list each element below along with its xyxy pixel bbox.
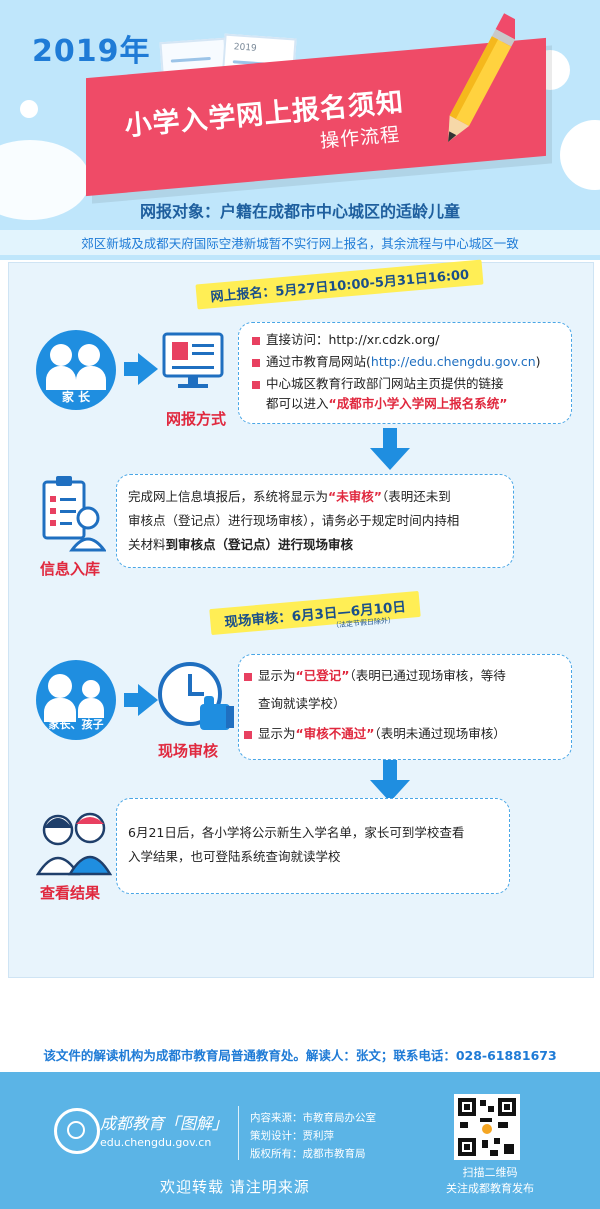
bullet-icon — [252, 358, 260, 367]
system-name: “成都市小学入学网上报名系统” — [328, 396, 508, 411]
logo-inner — [67, 1121, 85, 1139]
step4-line2: 入学结果，也可登陆系统查询就读学校 — [128, 849, 341, 864]
arrow-down-icon — [370, 760, 410, 802]
step4-line1: 6月21日后，各小学将公示新生入学名单，家长可到学校查看 — [128, 825, 465, 840]
status-rejected: “审核不通过” — [295, 726, 375, 741]
clock-icon — [158, 662, 234, 730]
bullet-icon — [252, 336, 260, 345]
brand-name: 成都教育「图解」 — [100, 1114, 229, 1133]
step2-line3-bold: 到审核点（登记点）进行现场审核 — [165, 537, 354, 552]
paper-year: 2019 — [233, 42, 258, 54]
arrow-down-icon — [370, 428, 410, 470]
brand-url[interactable]: edu.chengdu.gov.cn — [100, 1136, 212, 1149]
bullet-icon — [244, 730, 252, 739]
step3-box — [238, 654, 572, 760]
bullet-district-link-line2: 都可以进入“成都市小学入学网上报名系统” — [266, 394, 507, 414]
parent-child-label: 家长、孩子 — [48, 718, 104, 731]
registered-prefix: 显示为 — [258, 668, 296, 683]
arrow-right-icon — [124, 362, 138, 376]
status-unreviewed: “未审核” — [328, 489, 382, 504]
qr-follow-text: 关注成都教育发布 — [446, 1182, 534, 1195]
step2-line2: 审核点（登记点）进行现场审核），请务必于规定时间内持相 — [128, 513, 460, 528]
bureau-site-text: 通过市教育局网站( — [266, 354, 371, 369]
step2-line1-suffix: （表明还未到 — [381, 489, 451, 504]
step1-label: 网报方式 — [166, 410, 227, 428]
step2-label: 信息入库 — [40, 560, 101, 578]
thumbs-up-icon — [200, 696, 234, 730]
credit-copyright: 版权所有：成都市教育局 — [250, 1148, 366, 1160]
registered-suffix: （表明已通过现场审核，等待 — [349, 668, 506, 683]
step4-box — [116, 798, 510, 894]
bullet-registered-line2: 查询就读学校） — [258, 696, 346, 711]
step2-line3: 关材料到审核点（登记点）进行现场审核 — [128, 534, 353, 555]
exception-note: 郊区新城及成都天府国际空港新城暂不实行网上报名，其余流程与中心城区一致 — [0, 230, 600, 255]
parent-child-icon — [36, 660, 116, 740]
year-title: 2019年 — [32, 34, 151, 69]
status-registered: “已登记” — [295, 668, 350, 683]
rejected-suffix: （表明未通过现场审核） — [374, 726, 506, 741]
bullet-bureau-site: 通过市教育局网站(http://edu.chengdu.gov.cn) — [252, 352, 541, 372]
district-link-text: 中心城区教育行政部门网站主页提供的链接 — [266, 376, 504, 391]
rejected-prefix: 显示为 — [258, 726, 296, 741]
step2-line1-prefix: 完成网上信息填报后，系统将显示为 — [128, 489, 329, 504]
bureau-site-suffix: ) — [535, 354, 541, 369]
step2-box — [116, 474, 514, 568]
bullet-icon — [244, 672, 252, 681]
logo-icon — [54, 1108, 100, 1154]
clipboard-icon — [42, 476, 106, 552]
step4-label: 查看结果 — [40, 884, 101, 902]
arrow-right-icon — [138, 684, 158, 716]
step3-label: 现场审核 — [158, 742, 219, 760]
qr-instruction: 扫描二维码 — [462, 1166, 518, 1179]
bullet-icon — [252, 380, 260, 389]
bullet-rejected: 显示为“审核不通过”（表明未通过现场审核） — [244, 724, 506, 744]
step2-line1: 完成网上信息填报后，系统将显示为“未审核”（表明还未到 — [128, 486, 451, 507]
bullet-direct-access: 直接访问：http://xr.cdzk.org/ — [252, 330, 439, 350]
arrow-right-icon — [138, 353, 158, 385]
bullet-district-link: 中心城区教育行政部门网站主页提供的链接 — [252, 374, 504, 394]
step2-line3-prefix: 关材料 — [128, 537, 166, 552]
step1-box — [238, 322, 572, 424]
arrow-right-icon — [124, 693, 138, 707]
direct-access-link[interactable]: 直接访问：http://xr.cdzk.org/ — [266, 332, 440, 347]
parents-icon — [36, 330, 116, 410]
footer-divider — [238, 1106, 239, 1160]
credit-source: 内容来源：市教育局办公室 — [250, 1112, 376, 1124]
target-audience: 网报对象：户籍在成都市中心城区的适龄儿童 — [139, 202, 460, 221]
district-link-prefix: 都可以进入 — [266, 396, 329, 411]
bureau-site-link[interactable]: http://edu.chengdu.gov.cn — [370, 354, 536, 369]
interpretation-note: 该文件的解读机构为成都市教育局普通教育处。解读人：张文；联系电话：028-618… — [43, 1048, 557, 1063]
couple-icon — [36, 812, 112, 876]
credit-design: 策划设计：贾利萍 — [250, 1130, 334, 1142]
bullet-registered: 显示为“已登记”（表明已通过现场审核，等待 — [244, 666, 506, 686]
qr-code-icon[interactable] — [454, 1094, 520, 1160]
parents-label: 家 长 — [61, 390, 91, 404]
pencil-icon — [448, 13, 515, 143]
repost-note: 欢迎转载 请注明来源 — [160, 1178, 310, 1196]
computer-icon — [162, 332, 224, 388]
